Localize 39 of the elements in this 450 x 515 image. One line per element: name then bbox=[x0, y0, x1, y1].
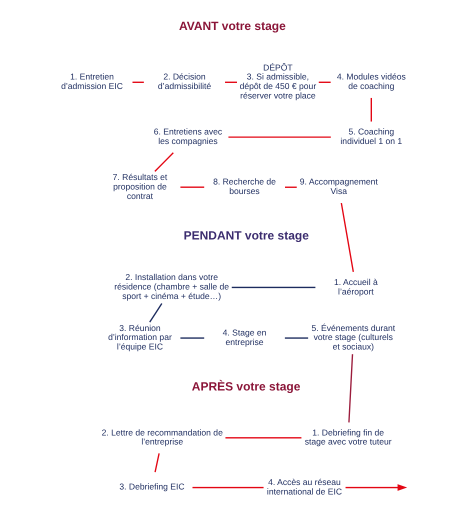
node-text: 9. Accompagnement Visa bbox=[299, 176, 378, 196]
node-text: 4. Accès au réseau international de EIC bbox=[266, 476, 342, 496]
connector bbox=[180, 186, 204, 188]
connector bbox=[370, 98, 372, 122]
connector bbox=[224, 82, 236, 83]
node-text: 5. Événements durant votre stage (culturels et sociaux) bbox=[311, 322, 395, 352]
node-text: 5. Coaching individuel 1 on 1 bbox=[340, 126, 402, 146]
connector bbox=[180, 337, 204, 339]
node-text: 6. Entretiens avec les compagnies bbox=[153, 126, 222, 146]
label: PENDANT votre stage bbox=[183, 228, 308, 243]
connector bbox=[348, 354, 353, 422]
connector bbox=[148, 303, 162, 323]
connector bbox=[154, 152, 174, 172]
connector bbox=[318, 82, 330, 83]
connector bbox=[224, 437, 301, 439]
node-text: 1. Accueil à l’aéroport bbox=[334, 276, 378, 296]
connector bbox=[154, 453, 160, 472]
node-text: 3. Réunion d’information par l’équipe EIC bbox=[108, 322, 172, 352]
node-text: 2. Lettre de recommandation de l’entreprise bbox=[101, 427, 222, 447]
node-text: 8. Recherche de bourses bbox=[212, 176, 276, 196]
connector bbox=[284, 337, 308, 339]
node-text: DÉPÔT 3. Si admissible, dépôt de 450 € pour réserver votre place bbox=[239, 62, 316, 101]
node-text: 2. Décision d’admissibilité bbox=[157, 72, 211, 92]
node-text: 4. Modules vidéos de coaching bbox=[336, 72, 406, 92]
node-text: 1. Entretien d’admission EIC bbox=[60, 72, 122, 92]
connector bbox=[132, 82, 144, 83]
arrow bbox=[345, 484, 407, 491]
label: AVANT votre stage bbox=[178, 18, 286, 33]
label: APRÈS votre stage bbox=[191, 379, 300, 394]
connector bbox=[284, 186, 296, 188]
connector bbox=[228, 136, 330, 138]
node-text: 3. Debriefing EIC bbox=[118, 482, 184, 492]
connector bbox=[231, 286, 315, 288]
node-text: 1. Debriefing fin de stage avec votre tuteur bbox=[304, 427, 392, 447]
connector bbox=[192, 486, 264, 488]
connector bbox=[340, 202, 354, 272]
node-text: 7. Résultats et proposition de contrat bbox=[112, 172, 167, 201]
node-text: 2. Installation dans votre résidence (chambre + salle de sport + cinéma + étude…) bbox=[114, 272, 229, 302]
node-text: 4. Stage en entreprise bbox=[222, 327, 266, 347]
